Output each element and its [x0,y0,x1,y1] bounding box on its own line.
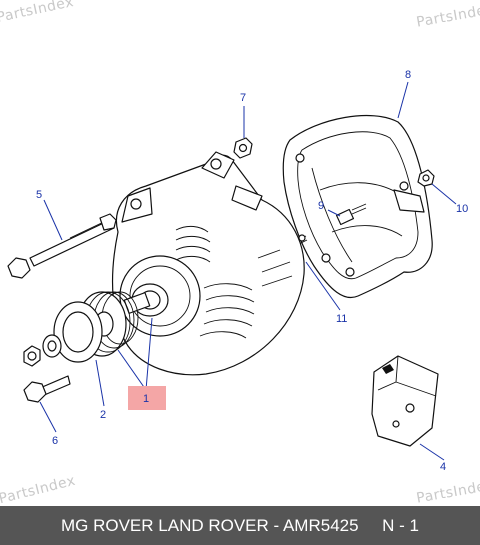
highlight-box [128,386,166,410]
leader-lines [39,81,457,461]
footer-caption: MG ROVER LAND ROVER - AMR5425 N - 1 [60,515,420,535]
callout-9: 9 [318,200,324,212]
callout-4: 4 [440,461,446,473]
callout-5: 5 [36,189,42,201]
part-1-alternator [111,151,305,376]
part-8-heat-shield [282,115,433,299]
callout-6: 6 [52,435,58,447]
callout-8: 8 [405,69,411,81]
part-2-pulley [53,291,139,363]
part-5-long-bolt [7,213,117,279]
callout-7: 7 [240,92,246,104]
part-7-nut [233,137,253,159]
part-6-short-bolt [23,375,71,403]
diagram-drawing: 7 8 5 9 10 11 1 2 6 4 [7,69,468,473]
part-10-nut [417,169,435,187]
callout-10: 10 [456,203,468,215]
callout-1: 1 [143,393,149,405]
callout-11: 11 [336,313,347,325]
callout-2: 2 [100,409,106,421]
pulley-nut [23,334,62,367]
part-9-stud [335,203,367,226]
part-4-bracket [371,355,439,447]
footer-bar: MG ROVER LAND ROVER - AMR5425 N - 1 [0,506,480,545]
